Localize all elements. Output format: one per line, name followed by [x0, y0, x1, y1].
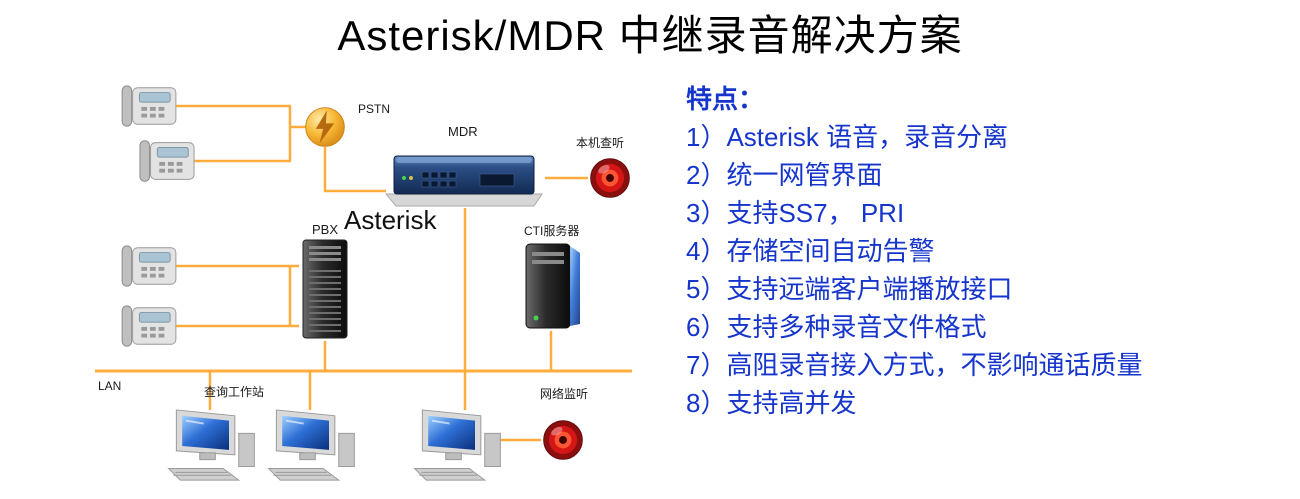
local-monitor-speaker-icon — [588, 156, 632, 200]
mdr-recorder-icon — [383, 148, 545, 210]
local-monitor-label: 本机查听 — [576, 136, 625, 150]
feature-item-3: 3）支持SS7， PRI — [686, 198, 905, 228]
pstn-label: PSTN — [358, 102, 391, 116]
network-diagram: PSTN MDR 本机查听 Asterisk PBX CTI服务器 LAN 查询… — [95, 0, 632, 499]
feature-item-4: 4）存储空间自动告警 — [686, 236, 935, 266]
mdr-label: MDR — [448, 124, 478, 139]
feature-item-8: 8）支持高并发 — [686, 388, 857, 418]
desk-phone-icon — [138, 136, 196, 186]
cti-server-label: CTI服务器 — [524, 224, 580, 238]
desk-phone-icon — [120, 242, 178, 290]
feature-item-1: 1）Asterisk 语音，录音分离 — [686, 122, 1009, 152]
workstation-computer-icon — [162, 408, 257, 486]
network-monitor-label: 网络监听 — [540, 387, 589, 401]
feature-item-2: 2）统一网管界面 — [686, 160, 883, 190]
page-title: Asterisk/MDR 中继录音解决方案 — [337, 12, 963, 59]
pstn-globe-icon — [302, 104, 348, 150]
feature-item-7: 7）高阻录音接入方式，不影响通话质量 — [686, 350, 1143, 380]
pbx-server-icon — [298, 238, 352, 342]
features-panel: 特点： 1）Asterisk 语音，录音分离 2）统一网管界面 3）支持SS7，… — [686, 80, 1286, 422]
workstation-label: 查询工作站 — [204, 385, 265, 399]
workstation-computer-icon — [408, 408, 503, 486]
feature-item-5: 5）支持远端客户端播放接口 — [686, 274, 1013, 304]
feature-item-6: 6）支持多种录音文件格式 — [686, 312, 987, 342]
desk-phone-icon — [120, 302, 178, 350]
asterisk-label: Asterisk — [344, 205, 437, 235]
connection-lines — [95, 104, 632, 442]
workstation-computer-icon — [262, 408, 357, 486]
desk-phone-icon — [120, 82, 178, 130]
pbx-label: PBX — [312, 222, 339, 237]
lan-label: LAN — [98, 379, 122, 393]
cti-server-icon — [520, 240, 584, 332]
network-monitor-speaker-icon — [541, 418, 585, 462]
features-heading: 特点： — [686, 84, 765, 114]
